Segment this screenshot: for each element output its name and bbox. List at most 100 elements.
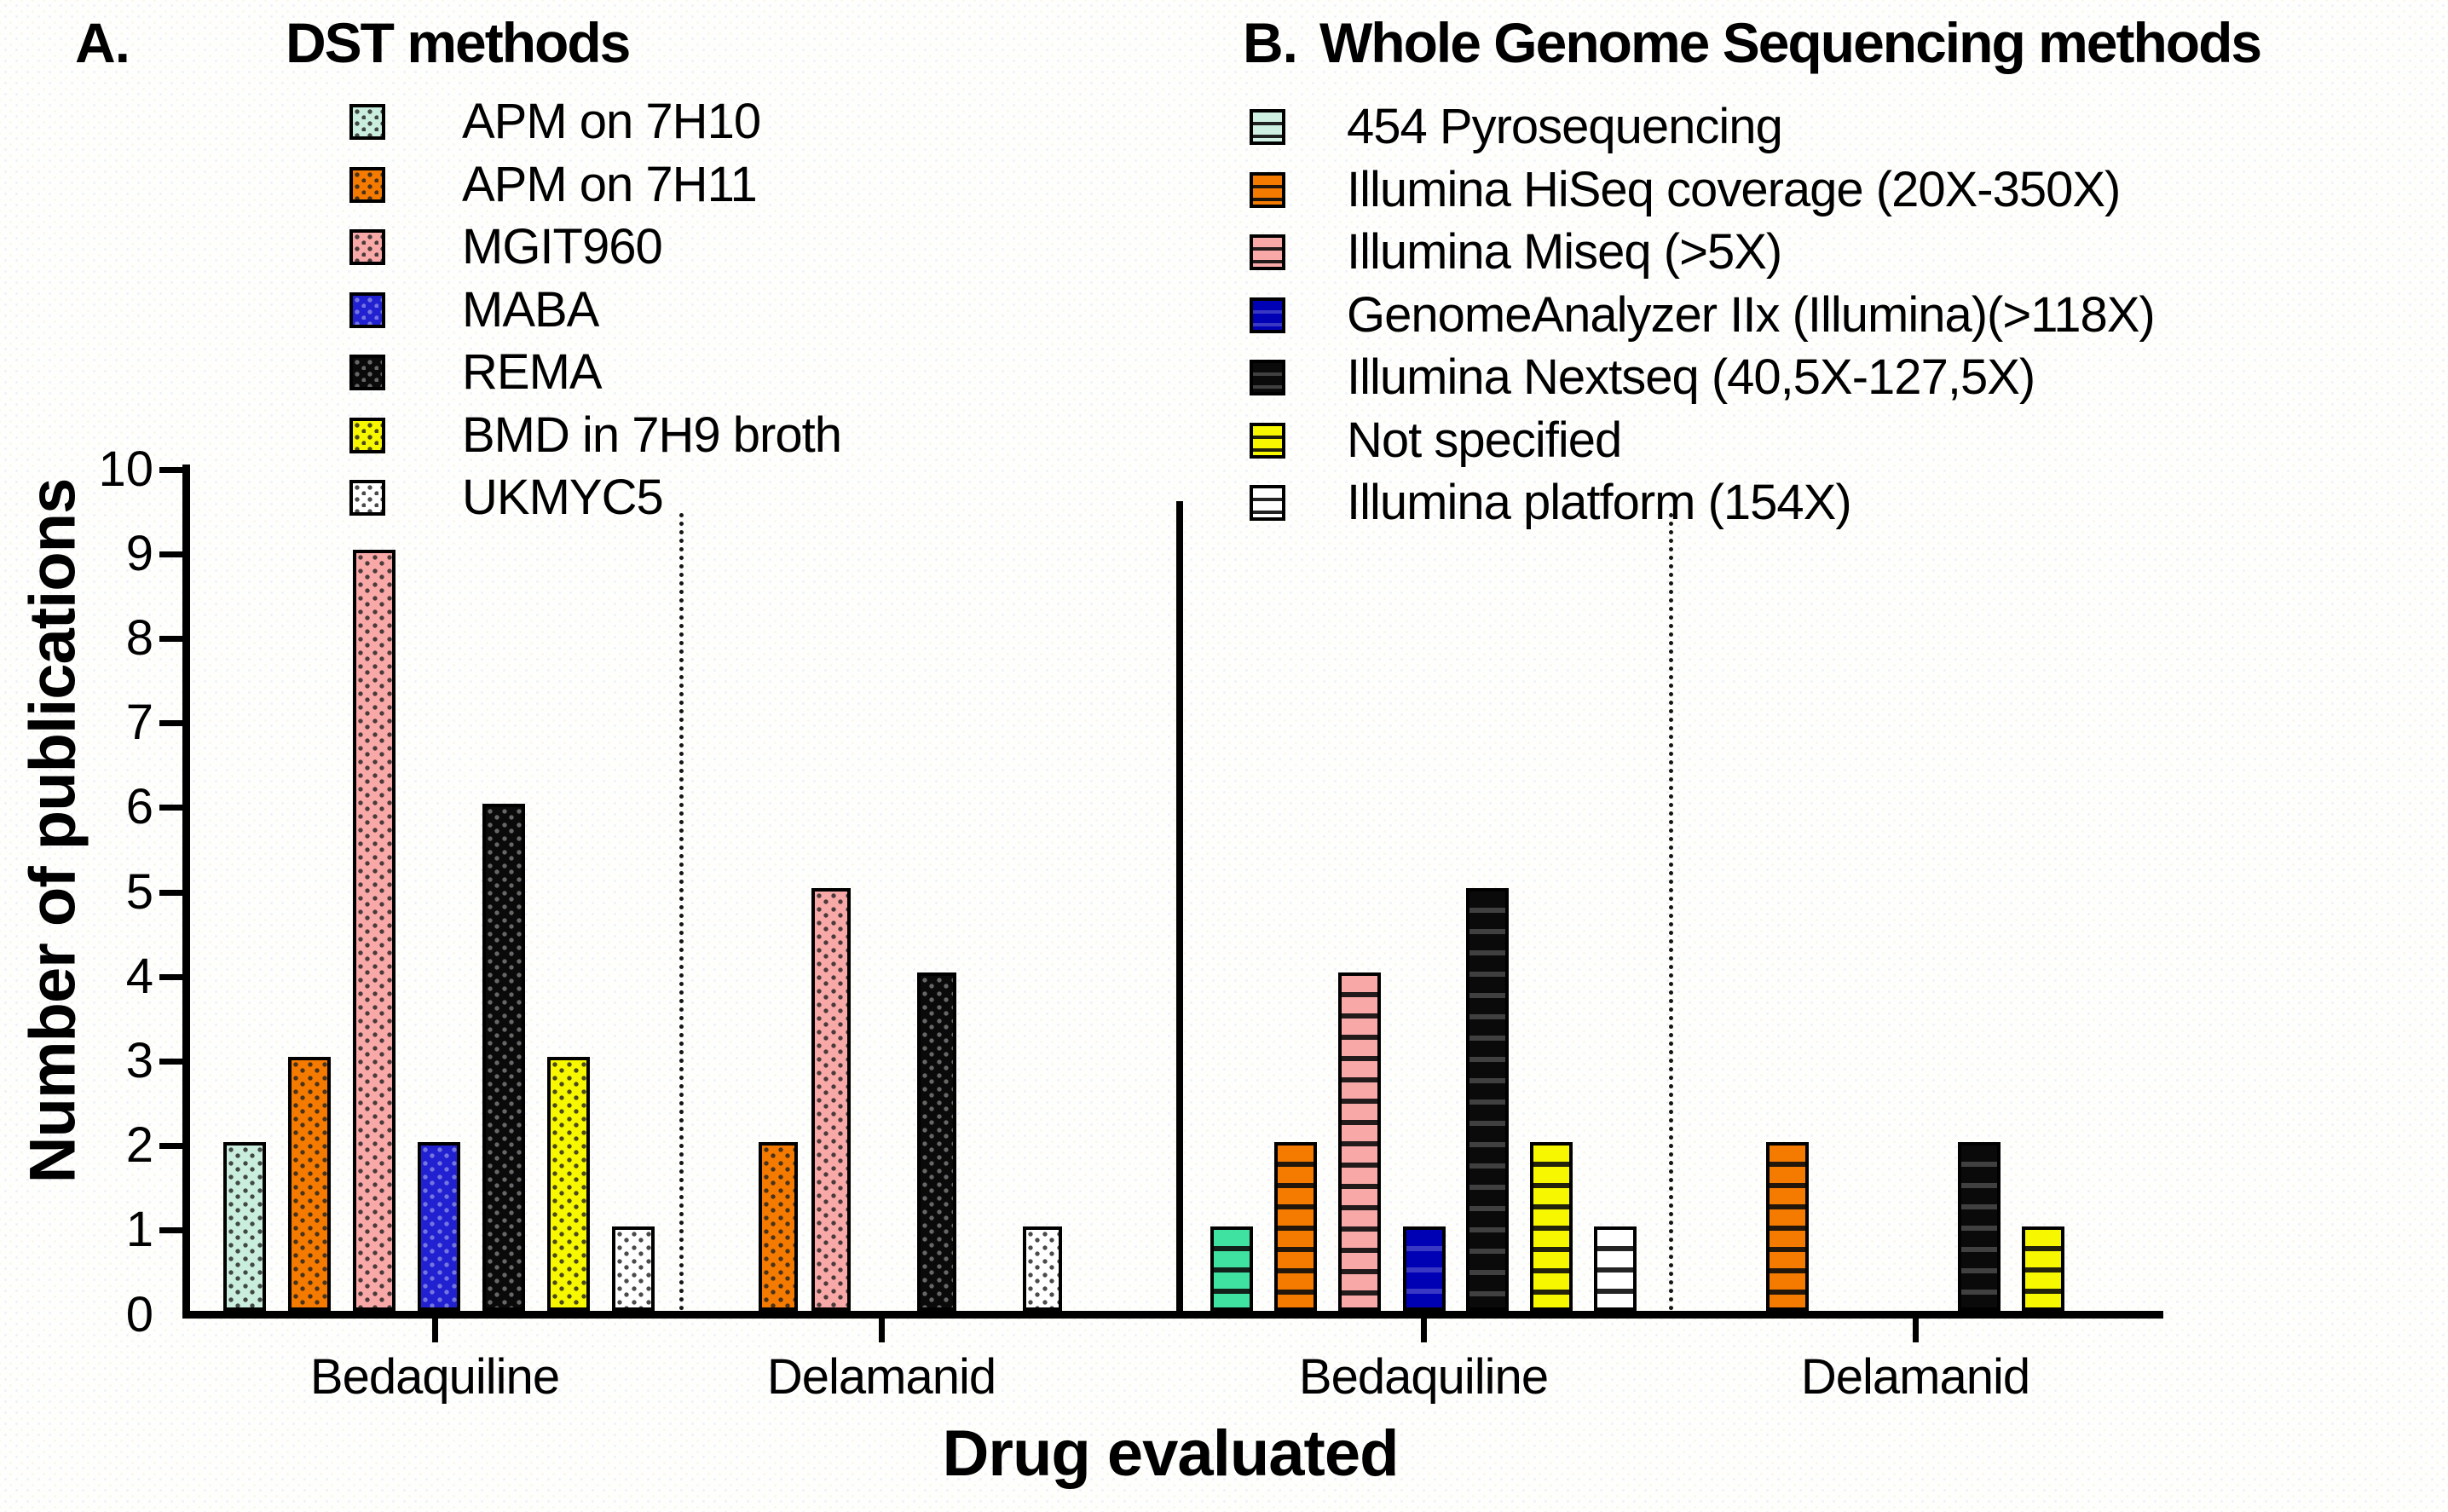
legend-label: 454 Pyrosequencing xyxy=(1347,99,1783,154)
y-tick-mark-4 xyxy=(159,974,182,980)
legend-item-mgit960: MGIT960 xyxy=(349,219,663,274)
panel-a-title: DST methods xyxy=(286,11,631,74)
y-tick-mark-8 xyxy=(159,636,182,642)
x-axis-title: Drug evaluated xyxy=(942,1417,1399,1490)
legend-swatch-apm-on-7h10 xyxy=(349,104,385,140)
x-axis-line xyxy=(182,1311,2163,1319)
legend-label: Illumina Nextseq (40,5X-127,5X) xyxy=(1347,349,2035,405)
bar-delamanid-illumina-hiseq-coverage-20x-350x xyxy=(1766,1142,1809,1311)
legend-item-454-pyrosequencing: 454 Pyrosequencing xyxy=(1250,99,1783,154)
bar-bedaquiline-maba xyxy=(418,1142,460,1311)
group-separator-dotted-a xyxy=(679,513,684,1311)
bar-delamanid-mgit960 xyxy=(811,888,851,1311)
legend-swatch-illumina-platform-154x xyxy=(1250,485,1285,521)
y-tick-label-9: 9 xyxy=(125,526,153,581)
y-tick-mark-10 xyxy=(159,467,182,473)
y-tick-label-6: 6 xyxy=(125,779,153,834)
legend-item-apm-on-7h10: APM on 7H10 xyxy=(349,94,761,149)
y-tick-label-8: 8 xyxy=(125,610,153,666)
legend-label: REMA xyxy=(462,344,603,400)
legend-item-apm-on-7h11: APM on 7H11 xyxy=(349,157,758,212)
bar-delamanid-illumina-nextseq-40-5x-127-5x xyxy=(1958,1142,2001,1311)
y-tick-label-10: 10 xyxy=(98,441,153,497)
y-tick-label-1: 1 xyxy=(125,1202,153,1257)
legend-item-bmd-in-7h9-broth: BMD in 7H9 broth xyxy=(349,407,842,463)
y-tick-label-3: 3 xyxy=(125,1033,153,1088)
legend-item-ukmyc5: UKMYC5 xyxy=(349,470,664,525)
legend-swatch-ukmyc5 xyxy=(349,480,385,516)
y-tick-label-5: 5 xyxy=(125,864,153,920)
panel-b-title: Whole Genome Sequencing methods xyxy=(1319,11,2262,74)
legend-swatch-rema xyxy=(349,355,385,390)
bar-bedaquiline-apm-on-7h10 xyxy=(223,1142,266,1311)
legend-label: APM on 7H10 xyxy=(462,94,761,149)
bar-bedaquiline-454-pyrosequencing xyxy=(1210,1226,1253,1311)
bar-delamanid-not-specified xyxy=(2022,1226,2064,1311)
y-tick-label-2: 2 xyxy=(125,1117,153,1173)
legend-swatch-genomeanalyzer-iix-illumina-118x xyxy=(1250,297,1285,333)
legend-label: Illumina HiSeq coverage (20X-350X) xyxy=(1347,162,2121,217)
legend-label: BMD in 7H9 broth xyxy=(462,407,842,463)
bar-delamanid-apm-on-7h11 xyxy=(759,1142,798,1311)
y-tick-mark-6 xyxy=(159,805,182,811)
bar-bedaquiline-rema xyxy=(482,804,525,1311)
legend-item-genomeanalyzer-iix-illumina-118x: GenomeAnalyzer IIx (Illumina)(>118X) xyxy=(1250,287,2156,343)
y-tick-mark-3 xyxy=(159,1059,182,1065)
y-tick-mark-5 xyxy=(159,890,182,896)
legend-label: MGIT960 xyxy=(462,219,663,274)
x-tick-mark-2 xyxy=(1421,1319,1427,1342)
x-tick-mark-3 xyxy=(1913,1319,1919,1342)
legend-item-illumina-hiseq-coverage-20x-350x: Illumina HiSeq coverage (20X-350X) xyxy=(1250,162,2121,217)
x-group-label-0: Bedaquiline xyxy=(309,1349,560,1405)
bar-bedaquiline-ukmyc5 xyxy=(612,1226,655,1311)
legend-swatch-bmd-in-7h9-broth xyxy=(349,418,385,453)
legend-swatch-illumina-nextseq-40-5x-127-5x xyxy=(1250,360,1285,395)
legend-item-illumina-platform-154x: Illumina platform (154X) xyxy=(1250,475,1852,530)
legend-swatch-illumina-hiseq-coverage-20x-350x xyxy=(1250,172,1285,208)
bar-bedaquiline-genomeanalyzer-iix-illumina-118x xyxy=(1403,1226,1446,1311)
y-axis-line xyxy=(182,465,190,1319)
y-tick-mark-2 xyxy=(159,1143,182,1149)
legend-label: UKMYC5 xyxy=(462,470,664,525)
x-group-label-2: Bedaquiline xyxy=(1298,1349,1549,1405)
x-group-label-3: Delamanid xyxy=(1800,1349,2030,1405)
panel-divider-line xyxy=(1176,501,1183,1311)
bar-bedaquiline-illumina-hiseq-coverage-20x-350x xyxy=(1274,1142,1317,1311)
bar-delamanid-rema xyxy=(917,972,956,1311)
legend-label: GenomeAnalyzer IIx (Illumina)(>118X) xyxy=(1347,287,2156,343)
bar-bedaquiline-apm-on-7h11 xyxy=(288,1057,331,1311)
legend-label: Illumina platform (154X) xyxy=(1347,475,1852,530)
y-tick-mark-9 xyxy=(159,551,182,557)
bar-bedaquiline-illumina-miseq-5x xyxy=(1338,972,1381,1311)
legend-label: APM on 7H11 xyxy=(462,157,758,212)
legend-item-not-specified: Not specified xyxy=(1250,416,1622,465)
legend-item-rema: REMA xyxy=(349,344,603,400)
x-tick-mark-0 xyxy=(432,1319,438,1342)
legend-swatch-apm-on-7h11 xyxy=(349,167,385,203)
y-tick-label-4: 4 xyxy=(125,949,153,1004)
legend-swatch-maba xyxy=(349,292,385,328)
y-tick-label-0: 0 xyxy=(125,1287,153,1342)
legend-label: MABA xyxy=(462,282,599,338)
legend-item-maba: MABA xyxy=(349,282,599,338)
bar-bedaquiline-illumina-platform-154x xyxy=(1594,1226,1637,1311)
panel-b-letter: B. xyxy=(1243,11,1298,74)
legend-swatch-illumina-miseq-5x xyxy=(1250,234,1285,270)
legend-swatch-not-specified xyxy=(1250,423,1285,459)
bar-bedaquiline-illumina-nextseq-40-5x-127-5x xyxy=(1466,888,1509,1311)
bar-bedaquiline-mgit960 xyxy=(353,550,395,1311)
legend-label: Illumina Miseq (>5X) xyxy=(1347,224,1782,280)
y-tick-label-7: 7 xyxy=(125,695,153,750)
x-group-label-1: Delamanid xyxy=(766,1349,996,1405)
panel-a-letter: A. xyxy=(75,11,130,74)
y-tick-mark-1 xyxy=(159,1227,182,1233)
bar-bedaquiline-not-specified xyxy=(1530,1142,1573,1311)
group-separator-dotted-b xyxy=(1669,513,1673,1311)
x-tick-mark-1 xyxy=(879,1319,885,1342)
bar-delamanid-ukmyc5 xyxy=(1023,1226,1062,1311)
legend-item-illumina-miseq-5x: Illumina Miseq (>5X) xyxy=(1250,224,1782,280)
legend-swatch-mgit960 xyxy=(349,229,385,265)
legend-item-illumina-nextseq-40-5x-127-5x: Illumina Nextseq (40,5X-127,5X) xyxy=(1250,349,2035,405)
legend-swatch-454-pyrosequencing xyxy=(1250,109,1285,145)
y-tick-mark-7 xyxy=(159,720,182,726)
